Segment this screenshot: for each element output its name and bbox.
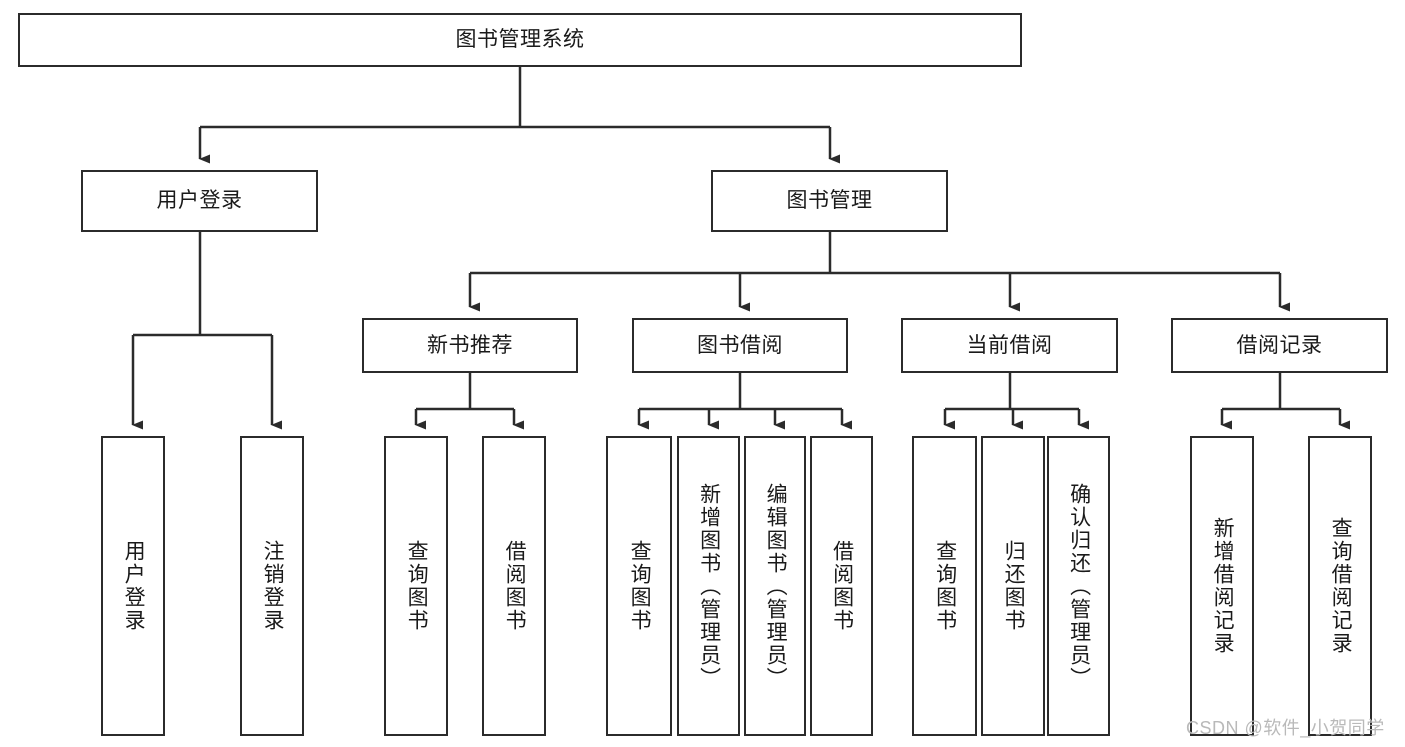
node-label: 查询图书 xyxy=(405,540,429,632)
node-leaf_1: 注销登录 xyxy=(240,436,304,736)
node-label: 借阅图书 xyxy=(503,540,527,632)
node-leaf_9: 归还图书 xyxy=(981,436,1045,736)
node-leaf_12: 查询借阅记录 xyxy=(1308,436,1372,736)
node-label: 图书借阅 xyxy=(697,333,783,357)
node-label: 新增借阅记录 xyxy=(1211,517,1235,655)
node-label: 编辑图书（管理员） xyxy=(764,482,788,690)
node-label: 新增图书（管理员） xyxy=(697,482,721,690)
node-leaf_8: 查询图书 xyxy=(912,436,977,736)
node-l2_1: 图书借阅 xyxy=(632,318,848,373)
node-label: 图书管理 xyxy=(786,189,873,213)
node-l2_2: 当前借阅 xyxy=(901,318,1118,373)
node-leaf_3: 借阅图书 xyxy=(482,436,546,736)
node-label: 查询借阅记录 xyxy=(1329,517,1353,655)
node-leaf_10: 确认归还（管理员） xyxy=(1047,436,1110,736)
node-l2_0: 新书推荐 xyxy=(362,318,578,373)
node-label: 图书管理系统 xyxy=(455,28,585,52)
node-label: 当前借阅 xyxy=(966,333,1053,357)
node-label: 查询图书 xyxy=(933,540,957,632)
node-label: 确认归还（管理员） xyxy=(1067,482,1091,690)
node-label: 注销登录 xyxy=(261,540,285,632)
node-l1_1: 图书管理 xyxy=(711,170,948,232)
node-label: 查询图书 xyxy=(628,540,652,632)
node-l1_0: 用户登录 xyxy=(81,170,318,232)
node-leaf_6: 编辑图书（管理员） xyxy=(744,436,806,736)
node-label: 借阅图书 xyxy=(830,540,854,632)
node-leaf_2: 查询图书 xyxy=(384,436,448,736)
node-label: 借阅记录 xyxy=(1236,333,1323,357)
node-leaf_4: 查询图书 xyxy=(606,436,672,736)
node-label: 用户登录 xyxy=(122,540,146,632)
node-leaf_11: 新增借阅记录 xyxy=(1190,436,1254,736)
watermark: CSDN @软件_小贺同学 xyxy=(1186,718,1385,738)
node-l2_3: 借阅记录 xyxy=(1171,318,1388,373)
node-label: 用户登录 xyxy=(156,189,243,213)
node-root: 图书管理系统 xyxy=(18,13,1022,67)
node-label: 归还图书 xyxy=(1002,540,1026,632)
node-leaf_0: 用户登录 xyxy=(101,436,165,736)
node-leaf_7: 借阅图书 xyxy=(810,436,873,736)
node-label: 新书推荐 xyxy=(427,333,513,357)
node-leaf_5: 新增图书（管理员） xyxy=(677,436,740,736)
